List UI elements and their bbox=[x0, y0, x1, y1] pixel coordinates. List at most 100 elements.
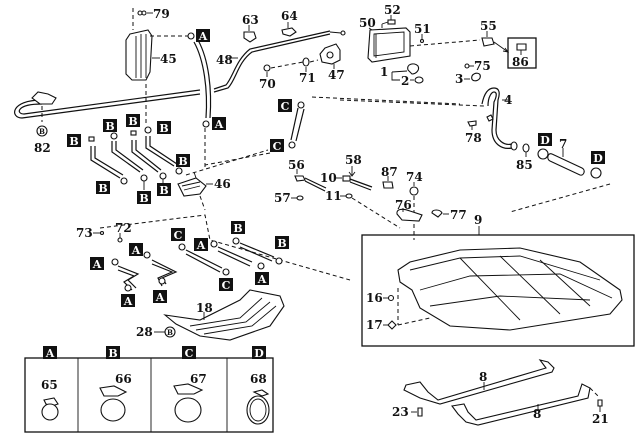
legend-cell-d: D 68 bbox=[246, 346, 270, 425]
label-55: 55 bbox=[480, 19, 497, 33]
svg-text:C: C bbox=[185, 347, 194, 360]
legend-cell-a: A 65 bbox=[41, 346, 59, 421]
label-79: 79 bbox=[153, 7, 170, 21]
svg-text:B: B bbox=[159, 184, 168, 197]
svg-text:A: A bbox=[196, 239, 206, 252]
part-73-clip bbox=[93, 230, 105, 236]
part-21-bolt bbox=[597, 399, 603, 412]
label-17: 17 bbox=[366, 318, 383, 332]
label-50: 50 bbox=[359, 16, 376, 30]
svg-text:B: B bbox=[39, 127, 45, 136]
svg-text:B: B bbox=[159, 122, 168, 135]
svg-text:A: A bbox=[131, 244, 141, 257]
label-82: 82 bbox=[34, 141, 51, 155]
svg-text:A: A bbox=[45, 347, 55, 360]
part-64-clip bbox=[281, 22, 297, 37]
svg-text:68: 68 bbox=[250, 372, 267, 386]
label-4: 4 bbox=[504, 93, 512, 107]
label-48: 48 bbox=[216, 53, 233, 67]
hose-group-a: A A A A bbox=[90, 243, 178, 308]
part-87-clip bbox=[382, 176, 394, 189]
fill-tube bbox=[193, 39, 212, 119]
svg-text:D: D bbox=[540, 134, 550, 147]
part-11-clip bbox=[340, 193, 401, 229]
part-8-tank-straps bbox=[403, 359, 599, 426]
svg-text:B: B bbox=[128, 115, 137, 128]
part-7-hose bbox=[547, 148, 585, 176]
label-10: 10 bbox=[320, 171, 337, 185]
svg-text:C: C bbox=[174, 229, 183, 242]
label-58: 58 bbox=[345, 153, 362, 167]
part-50-fuel-door bbox=[367, 27, 481, 63]
svg-text:65: 65 bbox=[41, 378, 58, 392]
svg-text:A: A bbox=[92, 258, 102, 271]
clip-tag-a-2: A bbox=[202, 117, 226, 131]
clip-legend: A 65 B 66 C 67 D 68 bbox=[24, 346, 274, 433]
part-45-filler-bracket bbox=[125, 8, 190, 125]
label-7: 7 bbox=[559, 137, 567, 151]
svg-text:A: A bbox=[123, 295, 133, 308]
svg-text:B: B bbox=[167, 328, 173, 337]
label-46: 46 bbox=[214, 177, 231, 191]
svg-text:C: C bbox=[222, 279, 231, 292]
label-77: 77 bbox=[450, 208, 467, 222]
svg-text:B: B bbox=[105, 120, 114, 133]
svg-text:A: A bbox=[214, 118, 224, 131]
part-71-grommet bbox=[302, 57, 319, 72]
part-79-screw bbox=[137, 10, 153, 16]
label-3: 3 bbox=[455, 72, 463, 86]
part-75-clip bbox=[464, 63, 474, 69]
hose-group-b: B B B B B B B B bbox=[67, 114, 190, 205]
part-58-pointer bbox=[348, 166, 356, 177]
label-1: 1 bbox=[380, 65, 388, 79]
part-63-clip bbox=[243, 25, 257, 43]
svg-text:B: B bbox=[108, 347, 117, 360]
svg-text:C: C bbox=[281, 100, 290, 113]
label-87: 87 bbox=[381, 165, 398, 179]
label-57: 57 bbox=[274, 191, 291, 205]
label-21: 21 bbox=[592, 412, 609, 426]
label-11: 11 bbox=[325, 189, 342, 203]
label-74: 74 bbox=[406, 170, 423, 184]
hose-group-middle: C C A A B B bbox=[171, 221, 289, 292]
clip-tag-d: D bbox=[537, 133, 552, 160]
svg-text:B: B bbox=[69, 135, 78, 148]
label-8b: 8 bbox=[533, 407, 541, 421]
label-23: 23 bbox=[392, 405, 409, 419]
part-77-clip bbox=[431, 209, 449, 218]
label-18: 18 bbox=[196, 301, 213, 315]
label-64: 64 bbox=[281, 9, 298, 23]
label-63: 63 bbox=[242, 13, 259, 27]
part-4-filler-hose bbox=[339, 87, 518, 151]
svg-text:C: C bbox=[273, 140, 282, 153]
part-51-clip bbox=[419, 34, 425, 44]
part-57-clip bbox=[291, 195, 304, 201]
part-82-breather-tube: B bbox=[14, 89, 201, 137]
clip-tag-a: A bbox=[187, 29, 210, 43]
svg-text:B: B bbox=[233, 222, 242, 235]
label-86: 86 bbox=[512, 55, 529, 69]
part-56-tube bbox=[294, 169, 327, 192]
legend-cell-c: C 67 bbox=[173, 346, 207, 423]
svg-text:A: A bbox=[198, 30, 208, 43]
legend-cell-b: B 66 bbox=[99, 346, 132, 422]
part-48-cable bbox=[213, 30, 346, 93]
label-56: 56 bbox=[288, 158, 305, 172]
svg-text:D: D bbox=[254, 347, 264, 360]
label-2: 2 bbox=[401, 74, 409, 88]
svg-text:B: B bbox=[178, 155, 187, 168]
hose-c: C C bbox=[204, 96, 461, 166]
part-3-clip bbox=[464, 72, 481, 82]
svg-text:B: B bbox=[277, 237, 286, 250]
part-86-inset bbox=[507, 37, 537, 69]
clip-tag-d-2: D bbox=[509, 151, 611, 213]
label-85: 85 bbox=[516, 158, 533, 172]
part-10-joint bbox=[335, 175, 373, 191]
label-73: 73 bbox=[76, 226, 93, 240]
part-1-cap bbox=[391, 63, 420, 81]
part-23-bolt bbox=[411, 407, 423, 417]
part-47-lock bbox=[319, 43, 341, 69]
part-9-fuel-tank bbox=[361, 226, 635, 347]
svg-text:A: A bbox=[155, 291, 165, 304]
